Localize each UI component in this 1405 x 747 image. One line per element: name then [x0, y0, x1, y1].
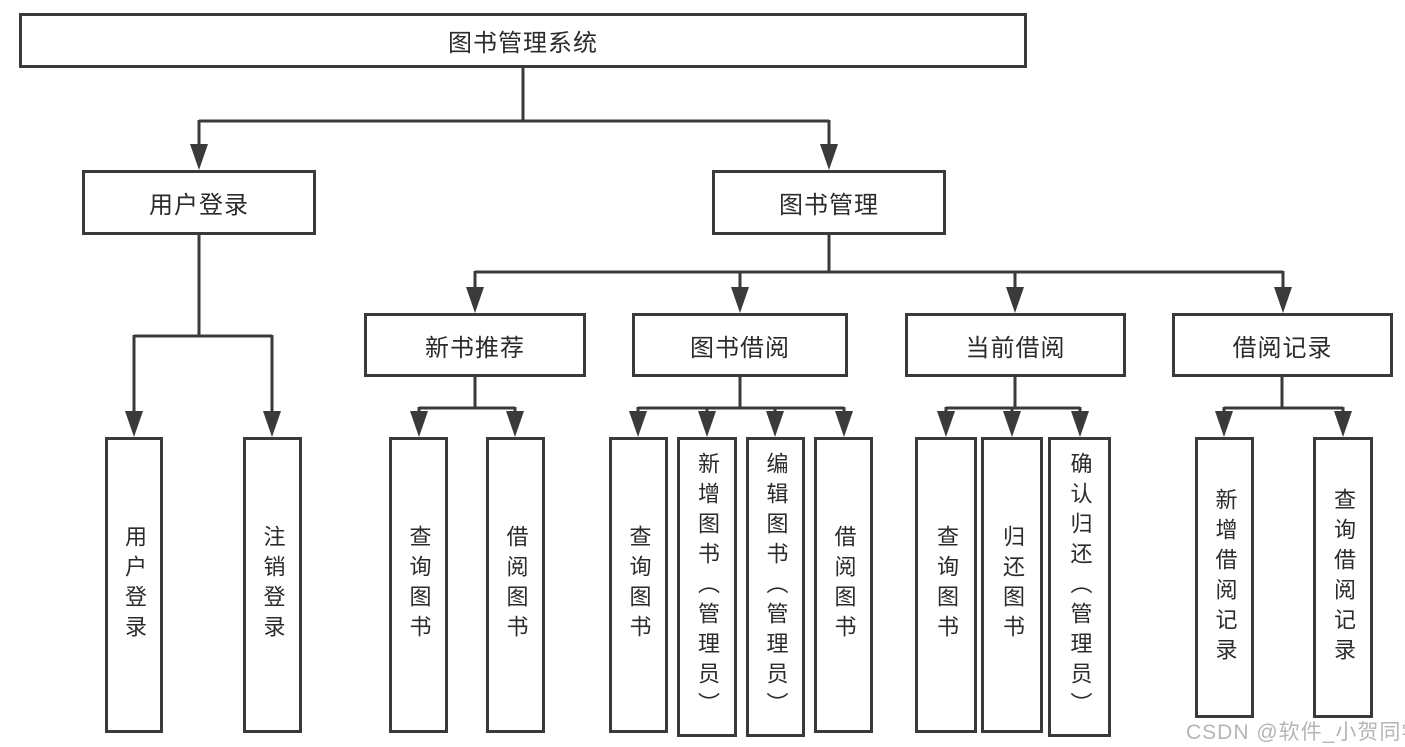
node-leaf-query-books-3: 查询图书	[915, 437, 977, 733]
node-label: 新增借阅记录	[1212, 487, 1238, 668]
node-leaf-return-books: 归还图书	[981, 437, 1043, 733]
node-label: 归还图书	[1000, 525, 1025, 645]
node-label: 图书管理系统	[448, 30, 598, 57]
arrowhead-down-icon	[263, 411, 281, 437]
connector-book-borrow-split	[629, 377, 853, 437]
arrowhead-down-icon	[125, 411, 143, 437]
arrowhead-down-icon	[1274, 287, 1292, 313]
node-label: 图书管理	[779, 192, 879, 219]
node-label: 借阅记录	[1232, 334, 1333, 362]
node-book-management: 图书管理	[712, 170, 946, 235]
node-label: 借阅图书	[831, 525, 857, 645]
node-leaf-add-borrow-record: 新增借阅记录	[1195, 437, 1254, 718]
arrowhead-down-icon	[629, 411, 647, 437]
node-label: 查询图书	[406, 525, 432, 645]
node-label: 新书推荐	[425, 334, 525, 362]
node-current-borrow: 当前借阅	[905, 313, 1126, 377]
connector-root-split	[190, 68, 838, 170]
connector-borrow-records-split	[1215, 377, 1352, 437]
watermark: CSDN @软件_小贺同学	[1186, 721, 1405, 744]
connector-path	[197, 68, 831, 150]
connector-path	[132, 235, 274, 418]
connector-current-borrow-split	[937, 377, 1089, 437]
arrowhead-down-icon	[698, 411, 716, 437]
node-leaf-query-books-1: 查询图书	[389, 437, 448, 733]
node-leaf-confirm-return-admin: 确认归还（管理员）	[1048, 437, 1111, 737]
arrowhead-down-icon	[937, 411, 955, 437]
node-label: 新增图书（管理员）	[695, 452, 720, 722]
node-leaf-borrow-books-1: 借阅图书	[486, 437, 545, 733]
arrowhead-down-icon	[1003, 411, 1021, 437]
node-label: 查询图书	[626, 525, 652, 645]
arrowhead-down-icon	[731, 287, 749, 313]
node-label: 当前借阅	[965, 334, 1066, 362]
node-label: 查询图书	[934, 525, 959, 645]
arrowhead-down-icon	[1006, 287, 1024, 313]
arrowhead-down-icon	[466, 287, 484, 313]
node-leaf-user-login: 用户登录	[105, 437, 163, 733]
node-label: 确认归还（管理员）	[1067, 452, 1093, 722]
connector-path	[1222, 377, 1345, 418]
arrowhead-down-icon	[190, 144, 208, 170]
node-label: 编辑图书（管理员）	[763, 452, 789, 722]
node-user-login-group: 用户登录	[82, 170, 316, 235]
arrowhead-down-icon	[1071, 411, 1089, 437]
arrowhead-down-icon	[835, 411, 853, 437]
arrowhead-down-icon	[820, 144, 838, 170]
node-label: 注销登录	[260, 525, 286, 645]
node-leaf-borrow-books-2: 借阅图书	[814, 437, 873, 733]
node-label: 图书借阅	[690, 334, 790, 362]
node-label: 查询借阅记录	[1331, 487, 1356, 668]
node-label: 借阅图书	[503, 525, 529, 645]
node-library-management-system: 图书管理系统	[19, 13, 1027, 68]
arrowhead-down-icon	[1215, 411, 1233, 437]
node-leaf-edit-books-admin: 编辑图书（管理员）	[746, 437, 805, 737]
connector-path	[636, 377, 846, 418]
node-leaf-add-books-admin: 新增图书（管理员）	[677, 437, 737, 737]
node-new-book-recommend: 新书推荐	[364, 313, 586, 377]
connector-user-login-split	[125, 235, 281, 437]
node-leaf-query-books-2: 查询图书	[609, 437, 668, 733]
node-label: 用户登录	[122, 525, 147, 645]
connector-book-management-split	[466, 235, 1292, 313]
node-leaf-query-borrow-record: 查询借阅记录	[1313, 437, 1373, 718]
arrowhead-down-icon	[506, 411, 524, 437]
connector-path	[417, 377, 517, 418]
arrowhead-down-icon	[766, 411, 784, 437]
node-borrow-records: 借阅记录	[1172, 313, 1393, 377]
connector-path	[473, 235, 1285, 293]
arrowhead-down-icon	[1334, 411, 1352, 437]
node-label: 用户登录	[149, 192, 249, 219]
connector-new-book-split	[410, 377, 524, 437]
node-leaf-logout: 注销登录	[243, 437, 302, 733]
node-book-borrow: 图书借阅	[632, 313, 848, 377]
arrowhead-down-icon	[410, 411, 428, 437]
